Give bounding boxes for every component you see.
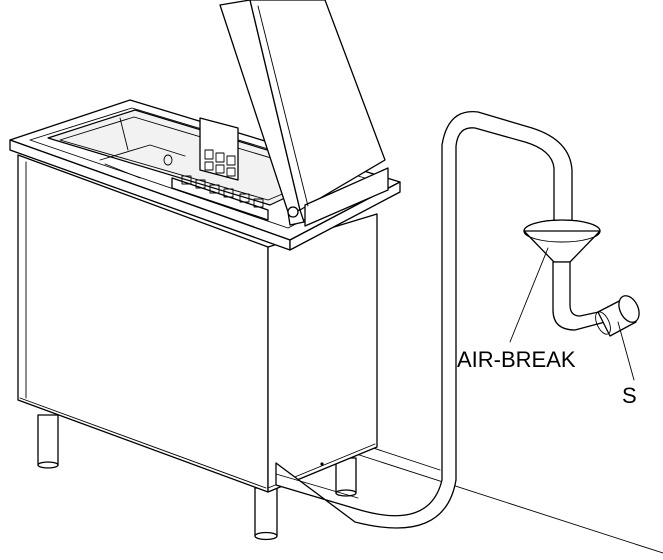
machine-cabinet bbox=[17, 154, 378, 493]
s-label: S bbox=[622, 383, 637, 408]
dish-rack bbox=[171, 117, 269, 221]
air-break-label: AIR-BREAK bbox=[457, 347, 576, 372]
leader-lines bbox=[509, 247, 635, 381]
air-break-funnel bbox=[523, 219, 609, 331]
indicator-dot bbox=[320, 462, 324, 466]
hood-hinge bbox=[287, 206, 299, 218]
machine-legs bbox=[37, 414, 357, 541]
floor-line bbox=[349, 441, 663, 554]
open-hood bbox=[219, 0, 389, 227]
siphon-outlet bbox=[595, 295, 640, 337]
